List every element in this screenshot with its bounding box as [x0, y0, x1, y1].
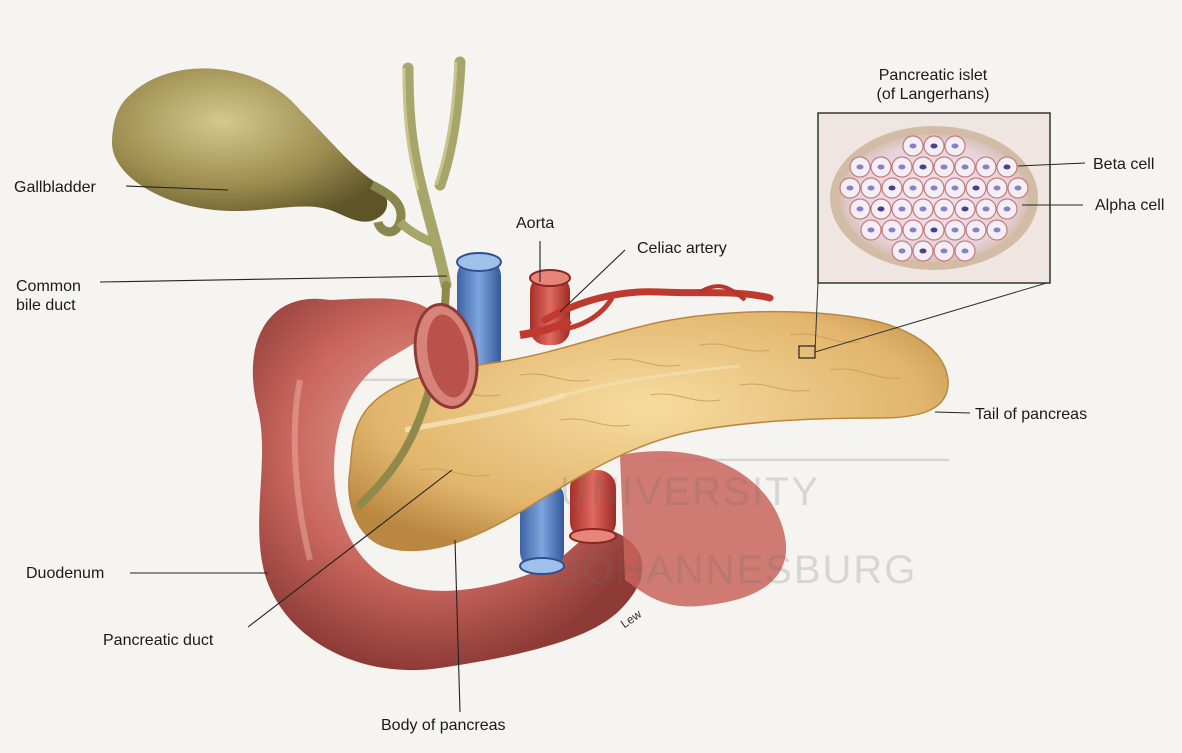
alpha-cell-nucleus — [962, 207, 969, 212]
label-body-of-pancreas: Body of pancreas — [381, 716, 506, 735]
alpha-cell-nucleus — [920, 249, 927, 254]
beta-cell-nucleus — [962, 249, 969, 254]
beta-cell-nucleus — [889, 228, 896, 233]
beta-cell-nucleus — [941, 207, 948, 212]
beta-cell-nucleus — [952, 144, 959, 149]
label-gallbladder: Gallbladder — [14, 178, 96, 197]
label-islet-title: Pancreatic islet (of Langerhans) — [858, 66, 1008, 104]
beta-cell-nucleus — [868, 228, 875, 233]
beta-cell-nucleus — [920, 207, 927, 212]
beta-cell-nucleus — [910, 186, 917, 191]
hepatic-ducts — [404, 62, 460, 285]
beta-cell-nucleus — [941, 165, 948, 170]
label-aorta: Aorta — [516, 214, 554, 233]
alpha-cell-nucleus — [931, 144, 938, 149]
beta-cell-nucleus — [899, 165, 906, 170]
label-common-bile-duct: Common bile duct — [16, 277, 81, 315]
label-beta-cell: Beta cell — [1093, 155, 1154, 174]
beta-cell-nucleus — [941, 249, 948, 254]
beta-cell-nucleus — [899, 207, 906, 212]
beta-cell-nucleus — [983, 165, 990, 170]
beta-cell-nucleus — [983, 207, 990, 212]
beta-cell-nucleus — [910, 144, 917, 149]
beta-cell-nucleus — [931, 186, 938, 191]
beta-cell-nucleus — [857, 207, 864, 212]
label-duodenum: Duodenum — [26, 564, 104, 583]
label-alpha-cell: Alpha cell — [1095, 196, 1164, 215]
alpha-cell-nucleus — [973, 186, 980, 191]
beta-cell-nucleus — [1004, 207, 1011, 212]
watermark-line-2: JOHANNESBURG — [560, 548, 917, 593]
gallbladder-organ — [112, 68, 440, 245]
label-celiac-artery: Celiac artery — [637, 239, 727, 258]
beta-cell-nucleus — [952, 186, 959, 191]
beta-cell-nucleus — [899, 249, 906, 254]
beta-cell-nucleus — [952, 228, 959, 233]
beta-cell-nucleus — [847, 186, 854, 191]
watermark-line-1: UNIVERSITY — [560, 470, 820, 515]
beta-cell-nucleus — [1015, 186, 1022, 191]
beta-cell-nucleus — [973, 228, 980, 233]
beta-cell-nucleus — [868, 186, 875, 191]
beta-cell-nucleus — [910, 228, 917, 233]
beta-cell-nucleus — [994, 228, 1001, 233]
alpha-cell-nucleus — [920, 165, 927, 170]
label-pancreatic-duct: Pancreatic duct — [103, 631, 213, 650]
alpha-cell-nucleus — [1004, 165, 1011, 170]
alpha-cell-nucleus — [931, 228, 938, 233]
label-tail-of-pancreas: Tail of pancreas — [975, 405, 1087, 424]
beta-cell-nucleus — [994, 186, 1001, 191]
beta-cell-nucleus — [878, 165, 885, 170]
beta-cell-nucleus — [962, 165, 969, 170]
beta-cell-nucleus — [857, 165, 864, 170]
alpha-cell-nucleus — [878, 207, 885, 212]
alpha-cell-nucleus — [889, 186, 896, 191]
